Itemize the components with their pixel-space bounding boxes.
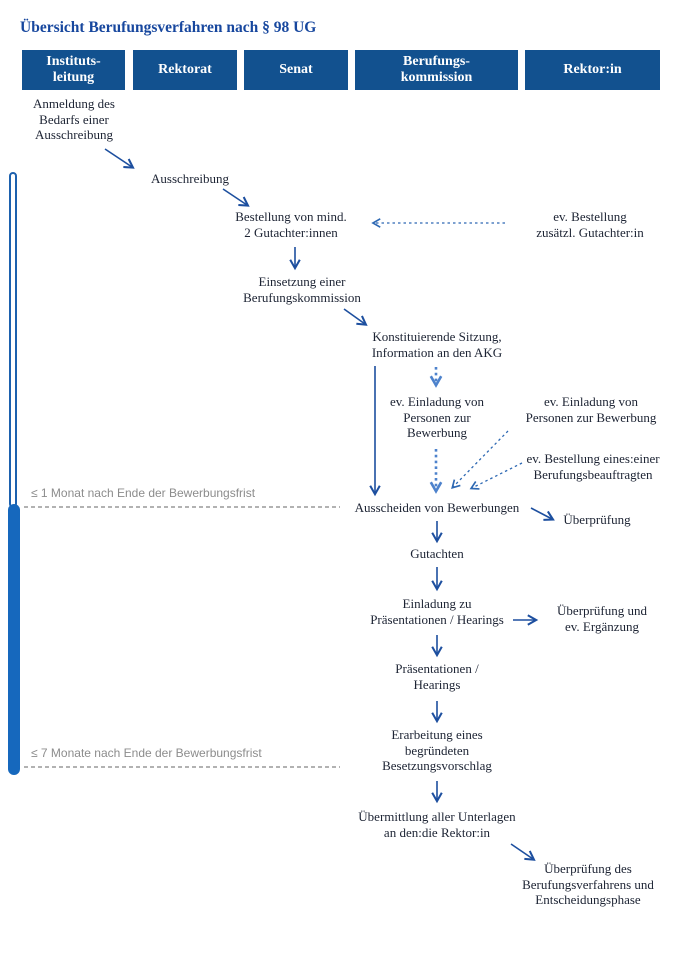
node-ev-einladung-bewerbung-rechts: ev. Einladung von Personen zur Bewerbung [525, 394, 657, 425]
timeline-bar-phase2 [8, 504, 20, 775]
arrow-einsetzung-to-konstituierende [343, 308, 368, 326]
node-uebermittlung-unterlagen: Übermittlung aller Unterlagen an den:die… [358, 809, 516, 840]
node-bestellung-gutachter: Bestellung von mind. 2 Gutachter:innen [235, 209, 347, 240]
column-header-berufungskommission: Berufungs- kommission [355, 50, 518, 90]
node-praesentationen-hearings: Präsentationen / Hearings [395, 661, 479, 692]
node-ev-einladung-bewerbung: ev. Einladung von Personen zur Bewerbung [389, 394, 485, 440]
node-anmeldung-bedarf: Anmeldung des Bedarfs einer Ausschreibun… [33, 96, 115, 142]
column-header-rektorat: Rektorat [133, 50, 237, 90]
node-erarbeitung-vorschlag: Erarbeitung eines begründeten Besetzungs… [382, 727, 492, 773]
node-ueberpruefung-entscheidung: Überprüfung des Berufungsverfahrens und … [522, 861, 654, 907]
arrow-uebermittlung-to-ueberpruefung-ende [510, 843, 536, 861]
node-konstituierende-sitzung: Konstituierende Sitzung, Information an … [371, 329, 503, 360]
timeline-bar-phase1 [9, 172, 17, 508]
node-ev-berufungsbeauftragte: ev. Bestellung eines:einer Berufungsbeau… [526, 451, 660, 482]
node-ausscheiden-bewerbungen: Ausscheiden von Bewerbungen [354, 500, 520, 515]
node-ausschreibung: Ausschreibung [151, 171, 229, 186]
node-ueberpruefung: Überprüfung [563, 512, 631, 527]
arrow-ausscheiden-to-ueberpruefung [530, 507, 555, 521]
timeline-label-7-monate: ≤ 7 Monate nach Ende der Bewerbungsfrist [31, 746, 262, 760]
node-ueberpruefung-ergaenzung: Überprüfung und ev. Ergänzung [557, 603, 647, 634]
node-gutachten: Gutachten [410, 546, 464, 561]
node-ev-bestellung-zusaetzlich: ev. Bestellung zusätzl. Gutachter:in [536, 209, 644, 240]
timeline-label-1-monat: ≤ 1 Monat nach Ende der Bewerbungsfrist [31, 486, 256, 500]
node-einladung-hearings: Einladung zu Präsentationen / Hearings [370, 596, 504, 627]
column-header-senat: Senat [244, 50, 348, 90]
page-title: Übersicht Berufungsverfahren nach § 98 U… [20, 19, 317, 36]
column-header-rektorin: Rektor:in [525, 50, 660, 90]
arrow-ausschreibung-to-bestellung [222, 188, 250, 207]
node-einsetzung-kommission: Einsetzung einer Berufungskommission [243, 274, 361, 305]
column-header-institutsleitung: Instituts- leitung [22, 50, 125, 90]
arrow-anmeldung-to-ausschreibung [104, 148, 135, 169]
